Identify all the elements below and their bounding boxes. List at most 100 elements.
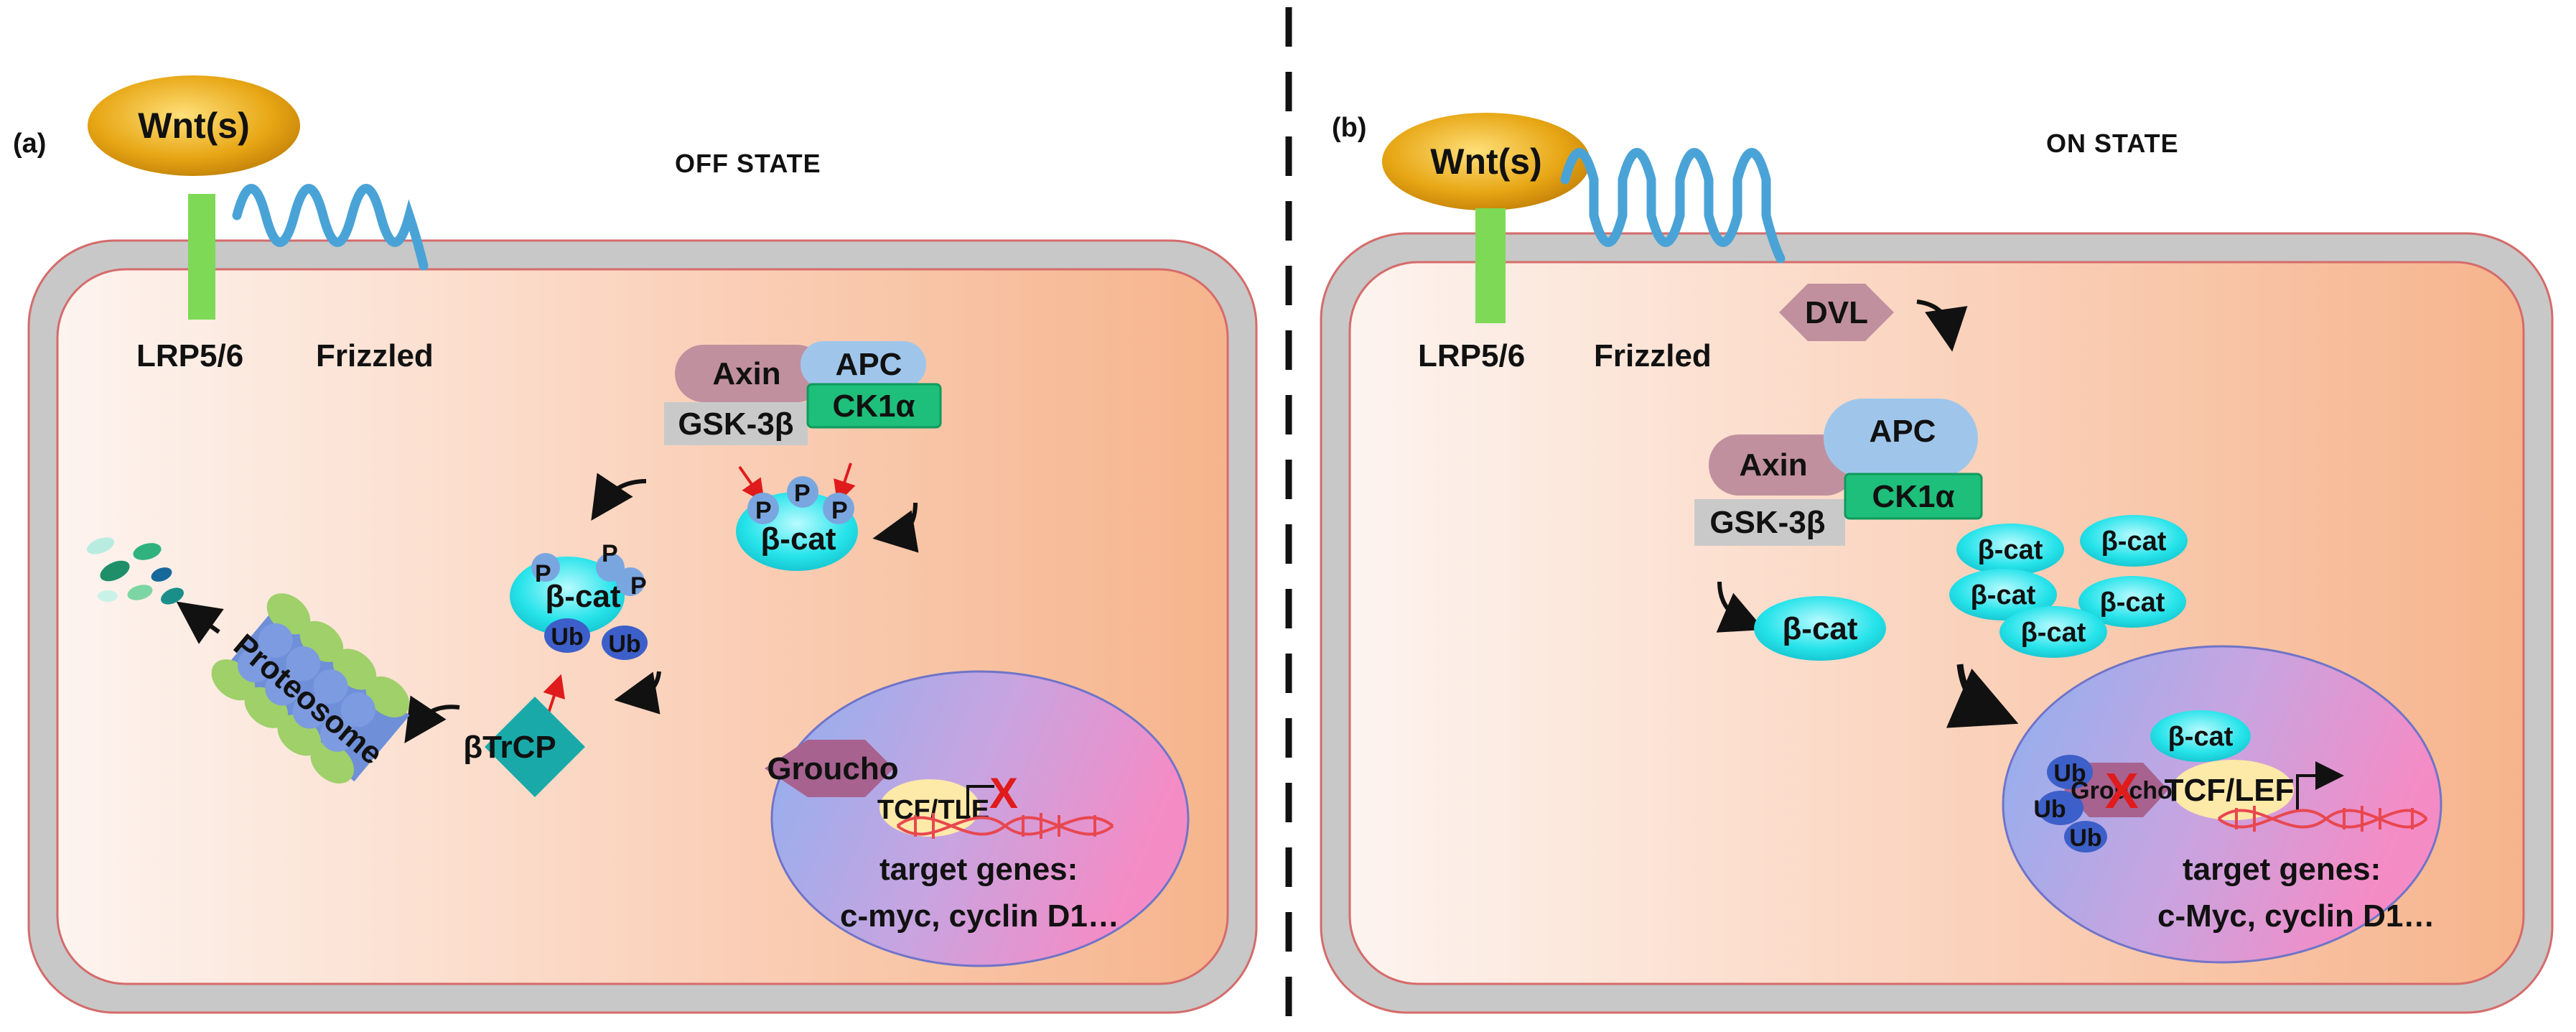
ck1-label-a: CK1α	[832, 389, 915, 424]
target-genes-b: c-Myc, cyclin D1…	[2157, 898, 2435, 934]
bcat-nucleus-label-b: β-cat	[2168, 722, 2234, 752]
panel-b-state-title: ON STATE	[2046, 129, 2179, 158]
bcat-phospho-label-a: β-cat	[760, 521, 836, 557]
block-x-a: X	[989, 769, 1018, 817]
bcat-cluster-3-b	[1949, 569, 2057, 620]
panel-a-label: (a)	[13, 129, 46, 159]
dvl-b	[1779, 284, 1894, 341]
gsk-label-b: GSK-3β	[1709, 505, 1825, 540]
panel-b: (b) ON STATE Wnt(s) LRP5/6 Frizzled DVL …	[1320, 113, 2554, 1014]
lrp-label-b: LRP5/6	[1418, 338, 1525, 373]
phospho-arrow-left-a	[738, 465, 765, 503]
btrcp-label-a: βTrCP	[463, 730, 556, 765]
panel-a-state-title: OFF STATE	[675, 149, 821, 178]
promoter-b	[2296, 761, 2344, 812]
dvl-label-b: DVL	[1805, 295, 1868, 330]
axin-a	[675, 345, 826, 402]
bcat-cluster-2-b	[2080, 515, 2188, 567]
ub-label-2-b: Ub	[2033, 796, 2066, 823]
curve-arrow-3-a	[614, 671, 661, 715]
groucho-label-a: Groucho	[767, 751, 898, 786]
axin-label-b: Axin	[1739, 447, 1807, 483]
wnt-label-b: Wnt(s)	[1430, 141, 1542, 182]
gsk-label-a: GSK-3β	[678, 406, 793, 442]
apc-label-b: APC	[1870, 414, 1936, 449]
bcat-cluster-label-4-b: β-cat	[2100, 587, 2165, 618]
panel-b-label: (b)	[1332, 113, 1367, 143]
bcat-ub-label-a: β-cat	[545, 579, 620, 614]
frizzled-label-a: Frizzled	[316, 338, 434, 373]
target-genes-label-a: target genes:	[879, 852, 1078, 887]
curve-arrow-3-b	[1946, 664, 2019, 728]
frizzled-receptor-b	[1560, 148, 1786, 264]
phospho-p-1-a: P	[755, 497, 772, 524]
phospho-p-3-a: P	[831, 497, 848, 524]
phospho-arrow-right-a	[834, 462, 856, 504]
ub-label-1-a: Ub	[551, 623, 583, 651]
ub-tag-3-b	[2064, 821, 2107, 852]
lrp-coreceptor-a	[188, 194, 215, 320]
ub-tag-2-a	[602, 626, 648, 660]
phospho-p-2-a: P	[794, 480, 811, 507]
axin-b	[1709, 434, 1856, 496]
axin-label-a: Axin	[712, 356, 780, 391]
panel-a: (a) OFF STATE Wnt(s) LRP5/6 Frizzled Axi…	[13, 75, 1258, 1014]
ub-label-2-a: Ub	[608, 631, 640, 658]
phospho-dot-3-a	[823, 493, 854, 524]
ub-p-1-a: P	[535, 560, 551, 587]
apc-a	[801, 341, 926, 388]
tcf-label-b: TCF/LEF	[2165, 773, 2295, 808]
bcat-free-label-b: β-cat	[1782, 611, 1857, 646]
bcat-cluster-label-1-b: β-cat	[1978, 535, 2043, 565]
gsk-b	[1694, 499, 1845, 546]
dna-helix-a	[896, 813, 1114, 839]
block-x-b: X	[2105, 763, 2139, 819]
proteasome-a	[211, 593, 410, 784]
lrp-label-a: LRP5/6	[136, 338, 243, 373]
tcf-b	[2172, 760, 2294, 820]
promoter-a	[966, 785, 994, 819]
target-genes-a: c-myc, cyclin D1…	[840, 898, 1119, 934]
phospho-dot-2-a	[787, 476, 818, 508]
ub-p-dot-2-a	[596, 553, 625, 582]
target-genes-label-b: target genes:	[2183, 852, 2381, 887]
apc-b	[1824, 399, 1978, 478]
degradation-arrow-a	[176, 601, 224, 644]
bcat-nucleus-b	[2150, 710, 2251, 762]
ck1-b	[1844, 473, 1983, 520]
ub-tag-2-b	[2038, 791, 2083, 825]
curve-arrow-1-a	[872, 502, 919, 553]
ub-tag-1-a	[544, 618, 590, 653]
wnt-ligand-a	[88, 75, 300, 176]
groucho-label-b: Groucho	[2071, 777, 2173, 804]
frizzled-label-b: Frizzled	[1594, 338, 1712, 373]
bcat-cluster-5-b	[1999, 606, 2107, 658]
ub-label-1-b: Ub	[2053, 760, 2086, 787]
frizzled-receptor-a	[232, 184, 429, 271]
curve-arrow-2-b	[1716, 581, 1765, 633]
bcat-cluster-label-5-b: β-cat	[2021, 618, 2086, 648]
bcat-cluster-1-b	[1956, 524, 2064, 575]
ub-p-3-a: P	[630, 572, 647, 600]
ub-label-3-b: Ub	[2069, 824, 2101, 852]
ub-p-2-a: P	[602, 540, 618, 567]
btrcp-a	[485, 697, 585, 797]
ck1-a	[806, 383, 942, 429]
lrp-coreceptor-b	[1475, 208, 1506, 323]
curve-arrow-2-a	[591, 473, 647, 521]
bcat-cluster-label-2-b: β-cat	[2101, 526, 2167, 557]
bcat-cluster-label-3-b: β-cat	[1971, 580, 2036, 610]
degraded-fragments-a	[86, 537, 184, 605]
wnt-ligand-b	[1382, 113, 1590, 210]
dna-helix-b	[2217, 806, 2428, 832]
ub-p-dot-1-a	[531, 553, 560, 582]
bcat-free-b	[1754, 596, 1886, 661]
apc-label-a: APC	[836, 347, 902, 382]
ck1-label-b: CK1α	[1872, 479, 1954, 514]
curve-arrow-4-a	[404, 695, 460, 743]
ub-p-dot-3-a	[616, 567, 645, 596]
wnt-label-a: Wnt(s)	[138, 106, 250, 146]
phospho-dot-1-a	[747, 493, 779, 524]
gsk-a	[664, 402, 808, 445]
